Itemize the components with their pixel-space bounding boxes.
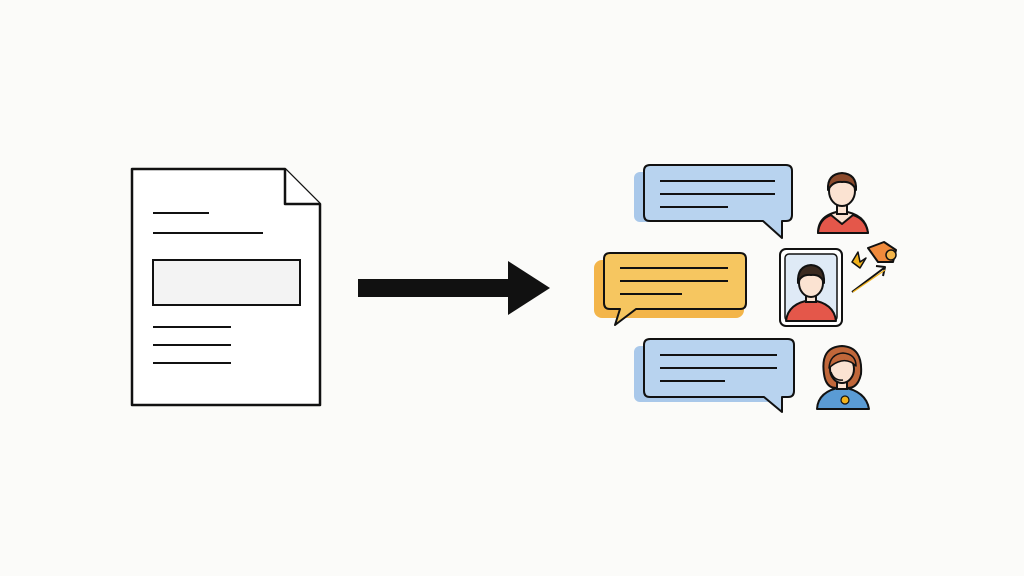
chat-bubble-icon [594,252,747,326]
sparkle-arrow [852,269,886,293]
arrow-shaft [358,279,514,297]
person-avatar-icon [817,172,869,234]
document-icon [130,167,322,407]
person-avatar-icon [779,248,843,327]
arrow-head [508,261,550,315]
sparkle-arrow-head [875,265,886,277]
bubble-body [603,252,747,326]
person-hair [796,264,826,284]
right-arrow-icon [358,261,550,315]
megaphone-icon [867,241,897,263]
bubble-body [643,164,793,239]
chat-bubble-icon [634,164,793,239]
person-shirt [817,214,869,234]
shirt-badge [840,395,850,405]
document-folded-corner [283,169,320,206]
bubble-body [643,338,795,413]
sparkle-arrow [851,267,885,293]
sparkle-icon [851,251,886,293]
person-hair [826,172,858,191]
megaphone-bell [885,249,897,261]
chat-bubble-icon [634,338,795,413]
person-hair [828,352,857,369]
headset-mic [830,371,844,381]
person-avatar-icon [816,345,870,410]
document-highlight-box [152,259,301,306]
sparkle-burst [851,251,867,269]
